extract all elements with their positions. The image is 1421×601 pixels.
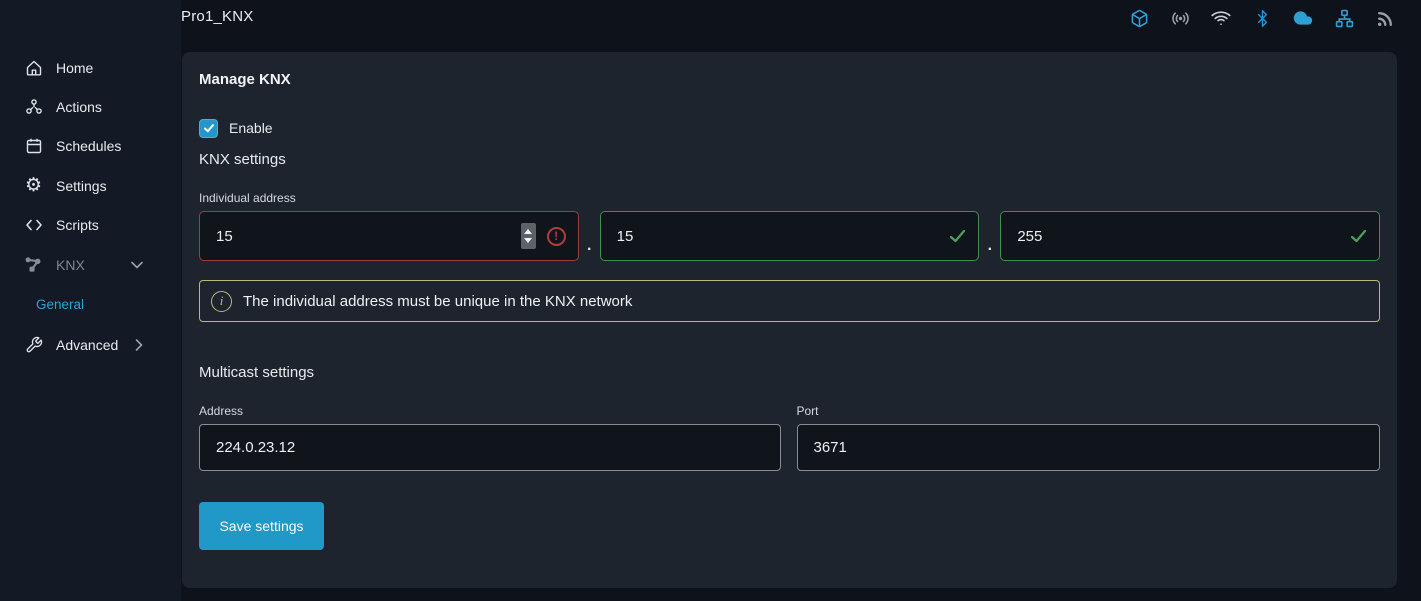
home-icon [24, 58, 43, 77]
info-banner: i The individual address must be unique … [199, 280, 1380, 322]
bluetooth-icon[interactable] [1252, 8, 1272, 28]
multicast-settings-title: Multicast settings [199, 364, 315, 381]
broadcast-icon[interactable] [1170, 8, 1190, 28]
save-settings-button[interactable]: Save settings [199, 502, 324, 550]
address-octet-field-1: ! [199, 211, 579, 261]
calendar-icon [24, 137, 43, 156]
address-octet-input-1[interactable] [216, 227, 521, 245]
manage-knx-panel: Manage KNX Enable KNX settings Individua… [182, 52, 1397, 588]
multicast-address-input[interactable] [199, 424, 781, 471]
sidebar-item-advanced[interactable]: Advanced [0, 325, 181, 364]
sidebar-item-knx[interactable]: KNX [0, 245, 181, 284]
address-octet-field-2 [599, 211, 980, 261]
knx-icon [24, 255, 43, 274]
multicast-port-label: Port [796, 404, 819, 418]
sidebar-item-settings[interactable]: ⚙ Settings [0, 166, 181, 205]
code-icon [24, 216, 43, 235]
knx-settings-label: KNX settings [199, 151, 286, 168]
panel-title: Manage KNX [199, 71, 291, 88]
multicast-port-input[interactable] [796, 424, 1380, 471]
stepper-down-icon[interactable] [524, 238, 533, 243]
enable-row: Enable [199, 118, 1380, 138]
wifi-icon[interactable] [1211, 8, 1231, 28]
address-octet-input-2[interactable] [616, 227, 950, 245]
valid-check-icon [1350, 229, 1367, 243]
cloud-icon[interactable] [1293, 8, 1313, 28]
sidebar: Home Actions Schedules ⚙ Settings Script… [0, 0, 181, 601]
enable-checkbox[interactable] [199, 118, 218, 138]
status-icon-bar [1129, 0, 1395, 36]
number-stepper[interactable] [520, 223, 536, 249]
cube-icon[interactable] [1129, 8, 1149, 28]
sidebar-item-label: Advanced [56, 337, 119, 354]
multicast-row: Address Port [199, 381, 1380, 471]
address-separator: . [586, 237, 592, 254]
valid-check-icon [949, 229, 966, 243]
chevron-right-icon[interactable] [135, 339, 143, 351]
error-icon: ! [546, 226, 566, 246]
wrench-icon [24, 336, 43, 355]
enable-label: Enable [229, 120, 273, 136]
sidebar-item-actions[interactable]: Actions [0, 87, 181, 126]
gear-icon: ⚙ [24, 175, 43, 197]
sidebar-item-general[interactable]: General [36, 297, 85, 313]
signal-icon[interactable] [1375, 8, 1395, 28]
address-octet-field-3 [1000, 211, 1380, 261]
sidebar-item-schedules[interactable]: Schedules [0, 127, 181, 166]
address-separator: . [987, 237, 993, 254]
individual-address-label: Individual address [199, 191, 296, 205]
info-icon: i [211, 290, 232, 312]
lan-icon[interactable] [1334, 8, 1354, 28]
sidebar-item-label: Actions [56, 99, 102, 116]
actions-icon [24, 98, 43, 117]
sidebar-item-label: Schedules [56, 138, 122, 155]
sidebar-item-scripts[interactable]: Scripts [0, 206, 181, 245]
sidebar-item-home[interactable]: Home [0, 48, 181, 87]
sidebar-item-label: Scripts [56, 217, 99, 234]
page-title: Pro1_KNX [181, 8, 254, 25]
address-octet-input-3[interactable] [1017, 227, 1350, 245]
stepper-up-icon[interactable] [524, 229, 533, 234]
individual-address-row: ! . . [199, 211, 1380, 261]
info-message: The individual address must be unique in… [243, 292, 633, 310]
multicast-address-label: Address [199, 404, 244, 418]
sidebar-item-label: Settings [56, 177, 107, 194]
chevron-down-icon[interactable] [131, 261, 143, 269]
sidebar-item-label: Home [56, 59, 94, 76]
top-header: Pro1_KNX [0, 0, 1421, 36]
sidebar-item-label: KNX [56, 256, 85, 273]
